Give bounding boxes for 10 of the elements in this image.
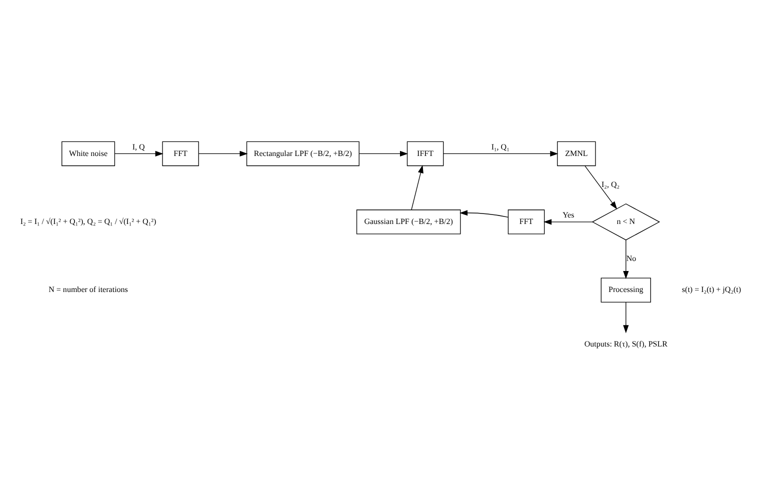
arrow (460, 210, 508, 218)
arrow (359, 150, 408, 157)
arrow (623, 302, 629, 334)
arrow (443, 150, 558, 157)
arrow (544, 219, 593, 225)
arrow (584, 166, 618, 210)
arrow (198, 150, 248, 157)
arrow (114, 150, 164, 157)
arrow (623, 240, 629, 280)
arrow (411, 165, 424, 210)
